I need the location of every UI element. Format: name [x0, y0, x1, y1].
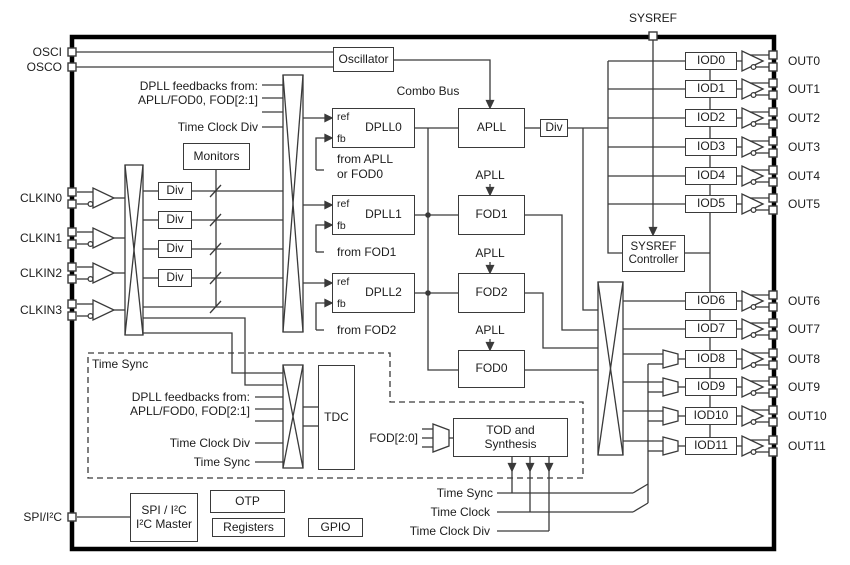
iod3-block: IOD3 [685, 138, 737, 156]
spi-pin-label: SPI/I²C [23, 510, 62, 524]
out7-pin-label: OUT7 [788, 322, 821, 336]
bottom-time-clock-label: Time Clock [430, 505, 490, 519]
dpll0-fb-source-label-line1: from APLL [337, 152, 394, 166]
out9-pin-label: OUT9 [788, 380, 821, 394]
monitor-slashes [209, 184, 222, 314]
dpll0-fb-label: fb [337, 132, 346, 145]
clkin-crossbar [124, 164, 144, 336]
clkin1-buffer [77, 226, 125, 250]
time-sync-box-label: Time Sync [92, 357, 149, 371]
osco-pin-label: OSCO [26, 60, 62, 74]
out4-pin-label: OUT4 [788, 169, 821, 183]
out6-pin-label: OUT6 [788, 294, 821, 308]
clkin0-pin-label: CLKIN0 [19, 191, 62, 205]
clkin3-pin-label: CLKIN3 [19, 303, 62, 317]
clkin0-div-block: Div [158, 182, 192, 200]
out0-pin-label: OUT0 [788, 54, 821, 68]
tdc-block: TDC [318, 365, 355, 470]
sysref-pin-label: SYSREF [628, 11, 677, 25]
ts-dpll-feedbacks-line1: DPLL feedbacks from: [131, 390, 250, 404]
clkin2-div-block: Div [158, 240, 192, 258]
clkin0-buffer [77, 186, 125, 210]
ts-time-clock-div-label: Time Clock Div [169, 436, 250, 450]
io-pins [67, 31, 778, 522]
dpll0-fb-source-label-line2: or FOD0 [337, 167, 384, 181]
apll-div-block: Div [540, 119, 568, 137]
dpll1-fb-label: fb [337, 219, 346, 232]
time-sync-crossbar [282, 364, 304, 469]
fod20-label: FOD[2:0] [369, 431, 418, 445]
iod0-block: IOD0 [685, 52, 737, 70]
iod6-block: IOD6 [685, 292, 737, 310]
bottom-time-clock-div-label: Time Clock Div [409, 524, 490, 538]
iod-input-muxes [662, 349, 679, 456]
dpll0-ref-label: ref [337, 111, 350, 123]
iod4-block: IOD4 [685, 167, 737, 185]
time-sync-dashed-box [87, 352, 584, 479]
out8-pin-label: OUT8 [788, 352, 821, 366]
dpll2-ref-label: ref [337, 276, 350, 288]
time-clock-div-label: Time Clock Div [177, 120, 258, 134]
fod0-block: FOD0 [458, 350, 525, 388]
fod2-apll-source-label: APLL [475, 246, 505, 260]
fod2-block: FOD2 [458, 273, 525, 313]
clkin2-pin-label: CLKIN2 [19, 266, 62, 280]
otp-block: OTP [210, 490, 285, 513]
ts-dpll-feedbacks-line2: APLL/FOD0, FOD[2:1] [129, 404, 250, 418]
clkin3-div-block: Div [158, 269, 192, 287]
output-buffers [737, 49, 769, 458]
osci-pin-label: OSCI [32, 45, 62, 59]
clkin1-div-block: Div [158, 211, 192, 229]
iod2-block: IOD2 [685, 109, 737, 127]
dpll-ref-fb-wires [303, 113, 334, 331]
apll-block: APLL [458, 108, 525, 148]
dpll1-block: ref fb DPLL1 [332, 195, 415, 235]
bottom-time-sync-label: Time Sync [436, 486, 493, 500]
fod0-apll-source-label: APLL [475, 323, 505, 337]
dpll-feedbacks-label-line1: DPLL feedbacks from: [139, 79, 258, 93]
out3-pin-label: OUT3 [788, 140, 821, 154]
dpll2-fb-label: fb [337, 297, 346, 310]
out1-pin-label: OUT1 [788, 82, 821, 96]
output-crossbar [597, 281, 624, 456]
dpll1-fb-source-label: from FOD1 [337, 245, 397, 259]
monitors-block: Monitors [183, 143, 250, 170]
gpio-block: GPIO [308, 518, 363, 537]
dpll2-block: ref fb DPLL2 [332, 273, 415, 313]
iod9-block: IOD9 [685, 378, 737, 396]
reference-crossbar [282, 74, 304, 333]
dpll0-block: ref fb DPLL0 [332, 108, 415, 148]
out5-pin-label: OUT5 [788, 197, 821, 211]
dpll2-fb-source-label: from FOD2 [337, 323, 397, 337]
fod1-block: FOD1 [458, 195, 525, 235]
iod7-block: IOD7 [685, 320, 737, 338]
clkin2-buffer [77, 261, 125, 285]
iod10-block: IOD10 [685, 407, 737, 425]
out2-pin-label: OUT2 [788, 111, 821, 125]
iod8-block: IOD8 [685, 350, 737, 368]
dpll1-ref-label: ref [337, 198, 350, 210]
combo-bus-label: Combo Bus [396, 84, 460, 98]
iod11-block: IOD11 [685, 437, 737, 455]
ts-time-sync-label: Time Sync [193, 455, 250, 469]
out11-pin-label: OUT11 [788, 439, 826, 453]
clkin1-pin-label: CLKIN1 [19, 231, 62, 245]
dpll-feedbacks-label-line2: APLL/FOD0, FOD[2:1] [137, 93, 258, 107]
iod5-block: IOD5 [685, 195, 737, 213]
clkin3-buffer [77, 298, 125, 322]
fod-select-mux [432, 423, 450, 453]
out10-pin-label: OUT10 [788, 409, 827, 423]
oscillator-block: Oscillator [333, 47, 394, 72]
registers-block: Registers [212, 518, 285, 537]
fod1-apll-source-label: APLL [475, 168, 505, 182]
iod1-block: IOD1 [685, 80, 737, 98]
